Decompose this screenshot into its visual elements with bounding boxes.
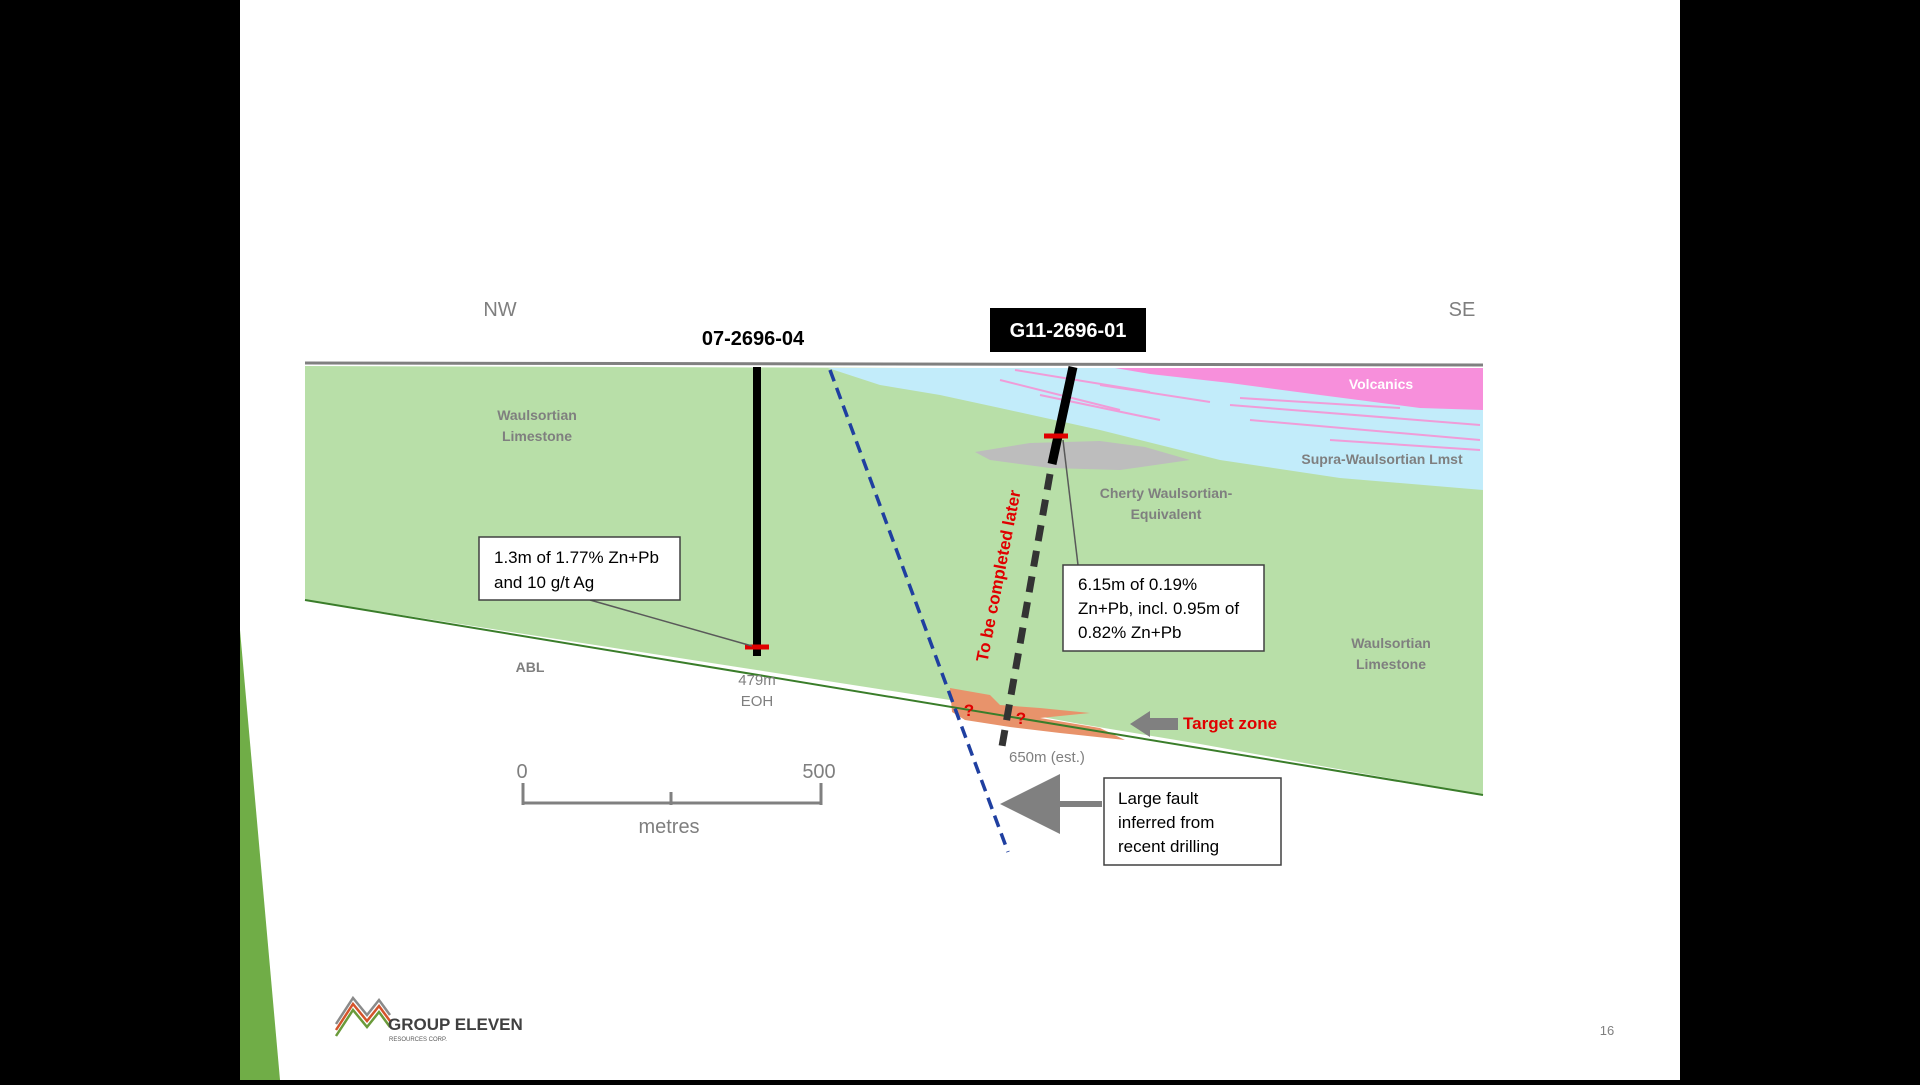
target-zone-arrow — [1130, 711, 1178, 737]
hole2-depth-label: 650m (est.) — [1009, 749, 1085, 766]
label-supra-waulsortian: Supra-Waulsortian Lmst — [1301, 451, 1463, 467]
scale-unit-label: metres — [638, 816, 699, 838]
hole1-label: 07-2696-04 — [702, 328, 805, 350]
target-zone-label: Target zone — [1183, 714, 1277, 733]
hole2-callout-leader — [1062, 439, 1079, 566]
hole2-label: G11-2696-01 — [1010, 320, 1127, 342]
drillhole-g11-2696-01-pending — [997, 473, 1054, 753]
fault-callout-line1: Large fault — [1118, 789, 1199, 808]
question-mark-right: ? — [1016, 709, 1026, 728]
label-waulsortian-left-1: Waulsortian — [497, 407, 577, 423]
logo-subtext: RESOURCES CORP. — [389, 1037, 447, 1043]
group-eleven-logo-icon — [334, 995, 392, 1037]
orientation-nw: NW — [483, 299, 516, 321]
hole2-result-line3: 0.82% Zn+Pb — [1078, 623, 1182, 642]
green-accent-stripe — [240, 630, 280, 1080]
hole1-eoh-label: EOH — [741, 693, 774, 710]
label-cherty-1: Cherty Waulsortian- — [1100, 485, 1233, 501]
volcanics-layer — [1115, 368, 1483, 410]
cherty-waulsortian-layer — [975, 441, 1190, 470]
hole1-depth-label: 479m — [738, 672, 776, 689]
logo-text: GROUP ELEVEN — [388, 1015, 523, 1034]
label-abl: ABL — [516, 659, 545, 675]
volcanic-stringers — [999, 369, 1481, 451]
question-mark-left: ? — [964, 701, 974, 720]
fault-callout — [1103, 777, 1282, 866]
target-zone-shape — [950, 688, 1125, 740]
page-number: 16 — [1600, 1023, 1614, 1038]
orientation-se: SE — [1449, 299, 1476, 321]
hole1-result-line2: and 10 g/t Ag — [494, 573, 594, 592]
label-cherty-2: Equivalent — [1131, 506, 1202, 522]
hole1-result-line1: 1.3m of 1.77% Zn+Pb — [494, 548, 659, 567]
scale-min-label: 0 — [516, 761, 527, 783]
label-waulsortian-right-1: Waulsortian — [1351, 635, 1431, 651]
supra-waulsortian-layer — [828, 368, 1483, 490]
ground-surface — [304, 361, 1484, 367]
label-volcanics: Volcanics — [1349, 376, 1414, 392]
abl-contact — [304, 599, 1484, 796]
fault-callout-line3: recent drilling — [1118, 837, 1219, 856]
hole2-result-line2: Zn+Pb, incl. 0.95m of — [1078, 599, 1239, 618]
fault-callout-line2: inferred from — [1118, 813, 1214, 832]
hole2-label-box — [990, 308, 1146, 352]
hole2-result-callout — [1062, 564, 1265, 652]
scale-bar — [521, 783, 823, 805]
drillhole-g11-2696-01-completed — [1047, 366, 1078, 465]
label-waulsortian-left-2: Limestone — [502, 428, 572, 444]
hole1-result-callout — [478, 536, 681, 601]
fault-line — [828, 369, 1010, 853]
scale-max-label: 500 — [802, 761, 835, 783]
hole1-callout-leader — [589, 599, 753, 647]
label-waulsortian-right-2: Limestone — [1356, 656, 1426, 672]
hole2-result-line1: 6.15m of 0.19% — [1078, 575, 1197, 594]
waulsortian-limestone-layer — [305, 366, 1483, 795]
